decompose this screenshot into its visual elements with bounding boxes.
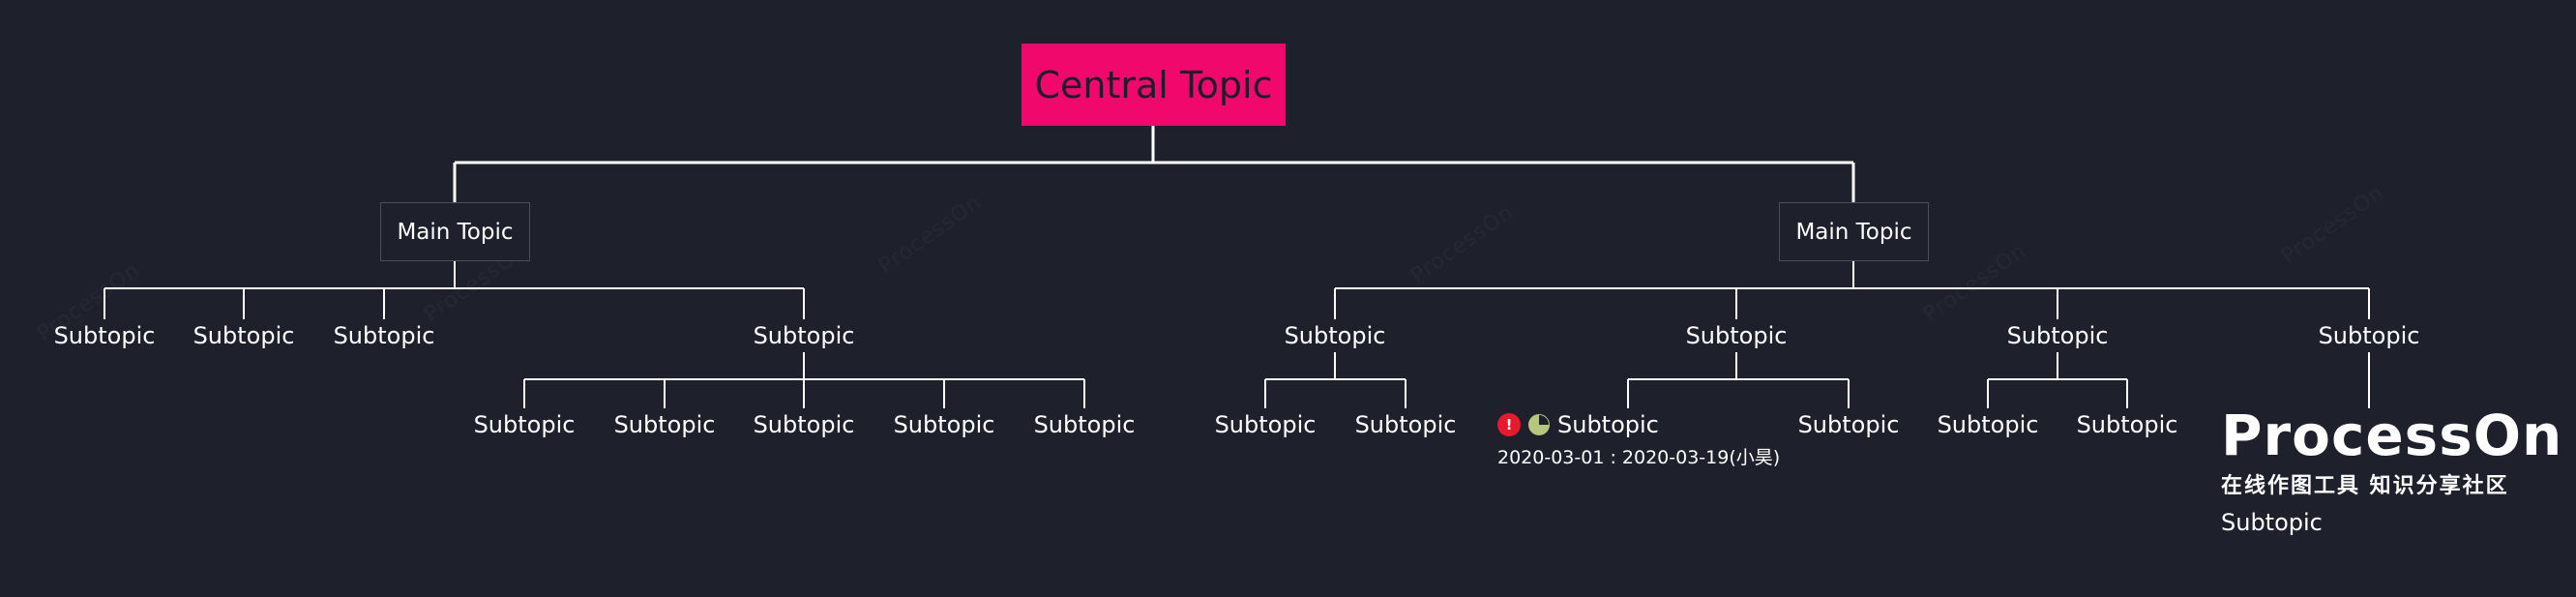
main-topic-left[interactable]: Main Topic xyxy=(380,202,530,261)
subtopic-child[interactable]: Subtopic xyxy=(1214,411,1317,438)
central-topic[interactable]: Central Topic xyxy=(1022,44,1286,126)
subtopic[interactable]: Subtopic xyxy=(53,322,156,349)
main-topic-right[interactable]: Main Topic xyxy=(1779,202,1929,261)
subtopic-label: Subtopic xyxy=(1557,411,1659,438)
subtopic[interactable]: Subtopic xyxy=(2318,322,2420,349)
subtopic-child[interactable]: Subtopic xyxy=(753,411,855,438)
subtopic-child[interactable]: Subtopic xyxy=(1797,411,1900,438)
subtopic-child[interactable]: Subtopic xyxy=(1937,411,2039,438)
subtopic[interactable]: Subtopic xyxy=(1685,322,1788,349)
subtopic[interactable]: Subtopic xyxy=(753,322,855,349)
progress-quarter-icon xyxy=(1528,414,1550,435)
subtopic-child[interactable]: Subtopic xyxy=(2076,411,2178,438)
subtopic-child[interactable]: Subtopic xyxy=(893,411,995,438)
subtopic-child-with-task[interactable]: ! Subtopic xyxy=(1497,408,1672,441)
subtopic-child[interactable]: Subtopic xyxy=(1354,411,1457,438)
subtopic-child[interactable]: Subtopic xyxy=(2221,509,2323,536)
subtopic-child[interactable]: Subtopic xyxy=(1033,411,1136,438)
subtopic[interactable]: Subtopic xyxy=(1284,322,1386,349)
subtopic[interactable]: Subtopic xyxy=(192,322,295,349)
subtopic-child[interactable]: Subtopic xyxy=(613,411,716,438)
task-date-range: 2020-03-01 : 2020-03-19(小昊) xyxy=(1497,447,1781,468)
priority-icon: ! xyxy=(1497,413,1521,436)
logo-tagline: 在线作图工具 知识分享社区 xyxy=(2221,474,2509,498)
logo-name: ProcessOn xyxy=(2221,403,2563,468)
subtopic-child[interactable]: Subtopic xyxy=(473,411,576,438)
processon-logo: ProcessOn 在线作图工具 知识分享社区 xyxy=(2221,403,2562,499)
subtopic[interactable]: Subtopic xyxy=(333,322,435,349)
subtopic[interactable]: Subtopic xyxy=(2006,322,2109,349)
